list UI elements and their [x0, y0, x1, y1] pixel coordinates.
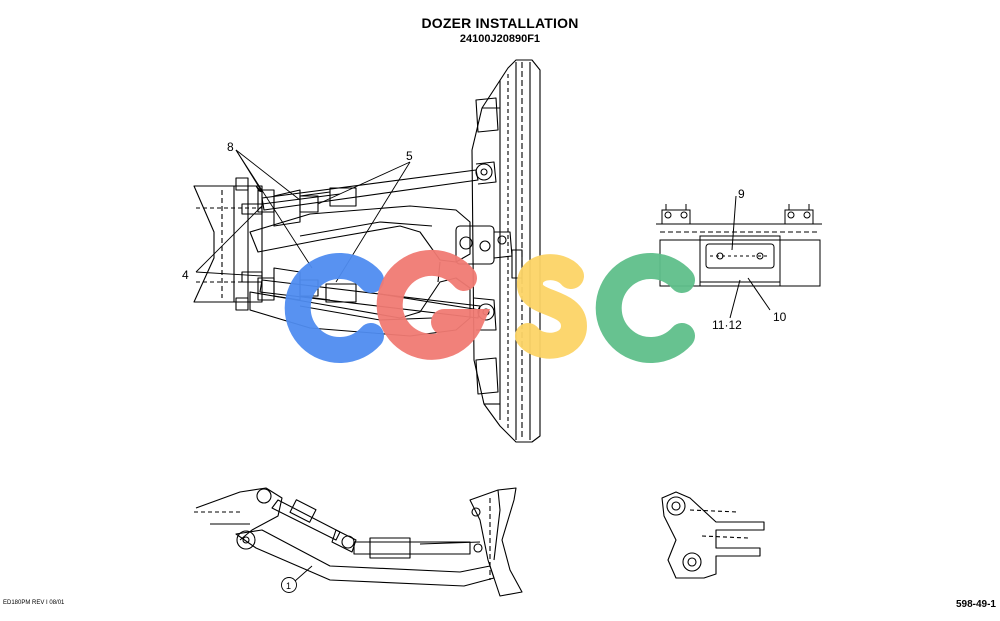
watermark-letter-g — [376, 249, 491, 360]
bracket-detail-view — [661, 491, 765, 579]
callout-9: 9 — [738, 187, 745, 201]
upper-cylinder — [261, 161, 497, 211]
callout-10: 10 — [773, 310, 787, 324]
callout-5: 5 — [406, 149, 413, 163]
callout-8: 8 — [227, 140, 234, 154]
callout-1-circle — [281, 577, 297, 593]
watermark-letter-s — [515, 254, 588, 359]
callout-1: 1 — [286, 581, 291, 591]
callout-11-12: 11·12 — [712, 318, 742, 332]
page-title: DOZER INSTALLATION — [421, 15, 579, 31]
watermark-logo — [284, 249, 695, 363]
revision-note: ED180PM REV I 08/01 — [3, 600, 65, 606]
side-view-drawing — [194, 487, 523, 597]
blade-top-view — [471, 59, 541, 443]
tractor-frame-left — [193, 177, 275, 311]
watermark-letter-c — [284, 253, 384, 363]
callout-4: 4 — [182, 268, 189, 282]
top-view-drawing — [193, 59, 541, 443]
figure-number: 598-49-1 — [955, 599, 996, 610]
part-number: 24100J20890F1 — [459, 33, 541, 45]
watermark-letter-c — [595, 253, 695, 363]
pivot-detail-view — [656, 195, 822, 319]
side-view-leader — [281, 565, 313, 593]
